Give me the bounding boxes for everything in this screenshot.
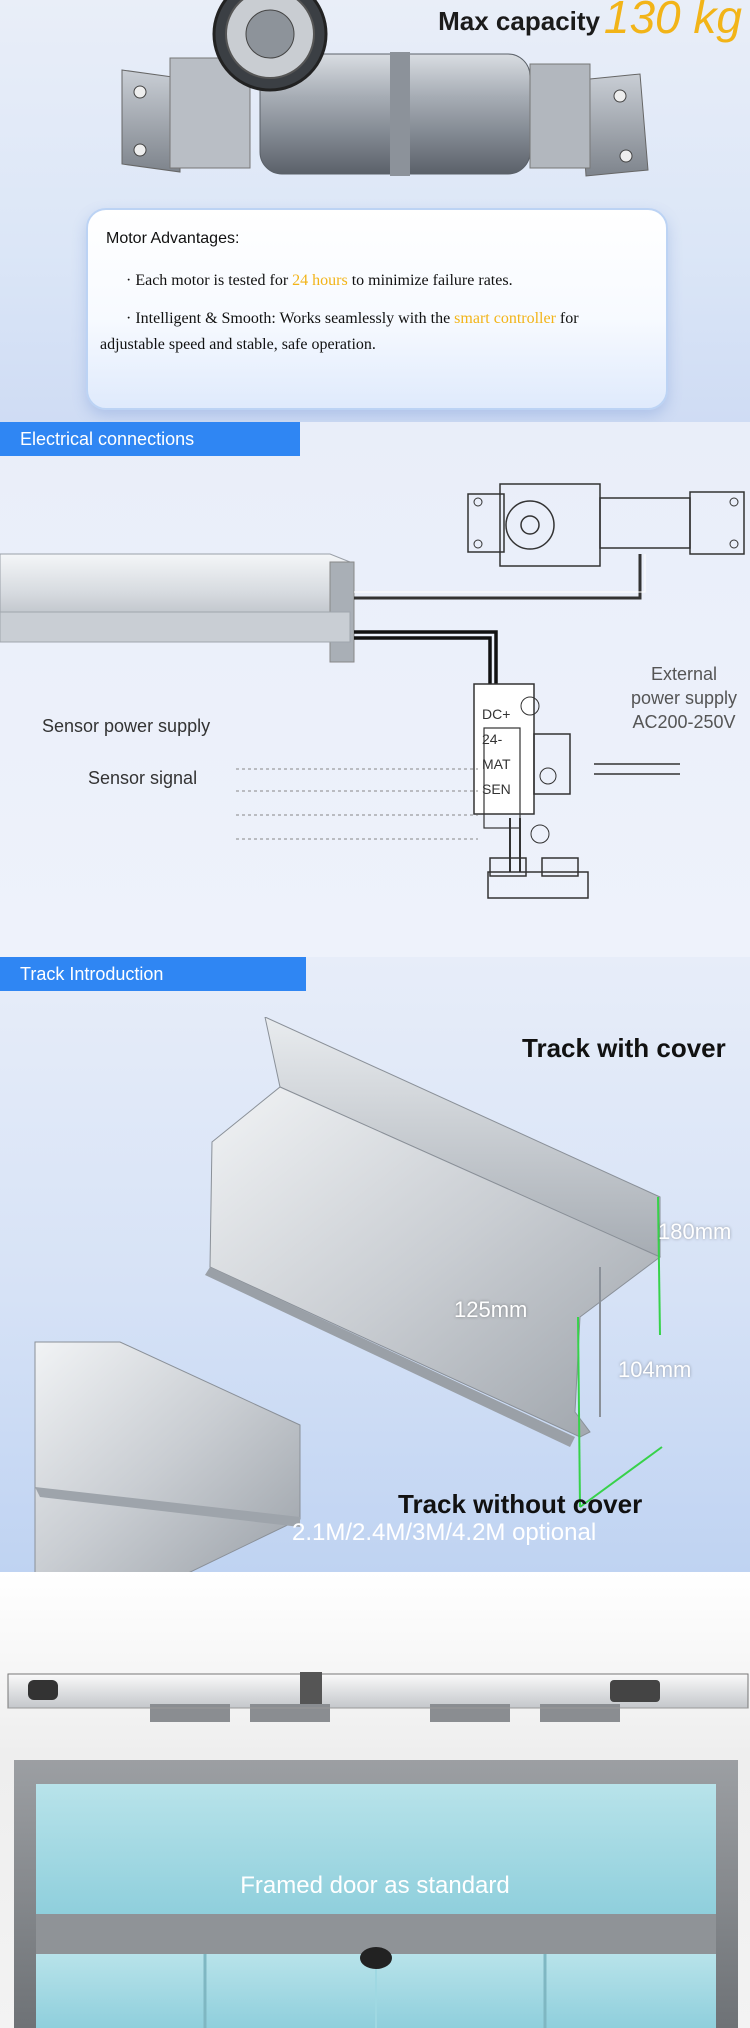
advantage-line-2: · Intelligent & Smooth: Works seamlessly…	[100, 310, 579, 353]
motor-image	[121, 0, 649, 177]
terminal-mat: MAT	[482, 756, 511, 772]
door-section: Framed door as standard	[0, 1572, 750, 2028]
external-supply-label: External power supply AC200-250V	[630, 664, 738, 732]
advantages-box: Motor Advantages: · Each motor is tested…	[86, 208, 668, 410]
advantages-title: Motor Advantages:	[106, 230, 240, 247]
terminal-dc-plus: DC+	[482, 706, 511, 722]
door-image	[7, 1672, 749, 2028]
track-image	[34, 1017, 663, 1577]
track-without-cover-label: Track without cover	[398, 1489, 643, 1519]
terminal-labels: DC+ 24- MAT SEN	[482, 702, 511, 802]
door-caption: Framed door as standard	[240, 1872, 510, 1899]
sensor-signal-label: Sensor signal	[88, 768, 198, 788]
track-with-cover-label: Track with cover	[522, 1033, 726, 1063]
track-length-options: 2.1M/2.4M/3M/4.2M optional	[292, 1519, 597, 1546]
motor-section: Max capacity 130 kg Motor Advantages: · …	[0, 0, 750, 422]
wiring-diagram	[0, 483, 745, 899]
capacity-label: Max capacity	[438, 6, 600, 36]
terminal-24-minus: 24-	[482, 731, 503, 747]
advantage-line-1: · Each motor is tested for 24 hours to m…	[126, 272, 513, 289]
track-section: Track Introduction Track with cover 180m…	[0, 957, 750, 1577]
electrical-header: Electrical connections	[0, 422, 300, 456]
dimension-180mm: 180mm	[658, 1219, 732, 1244]
capacity-value: 130 kg	[603, 0, 742, 43]
track-header: Track Introduction	[0, 957, 306, 991]
dimension-104mm: 104mm	[618, 1357, 692, 1382]
electrical-section: Electrical connections	[0, 422, 750, 957]
dimension-125mm: 125mm	[454, 1297, 528, 1322]
terminal-sen: SEN	[482, 781, 511, 797]
sensor-power-label: Sensor power supply	[42, 716, 211, 736]
